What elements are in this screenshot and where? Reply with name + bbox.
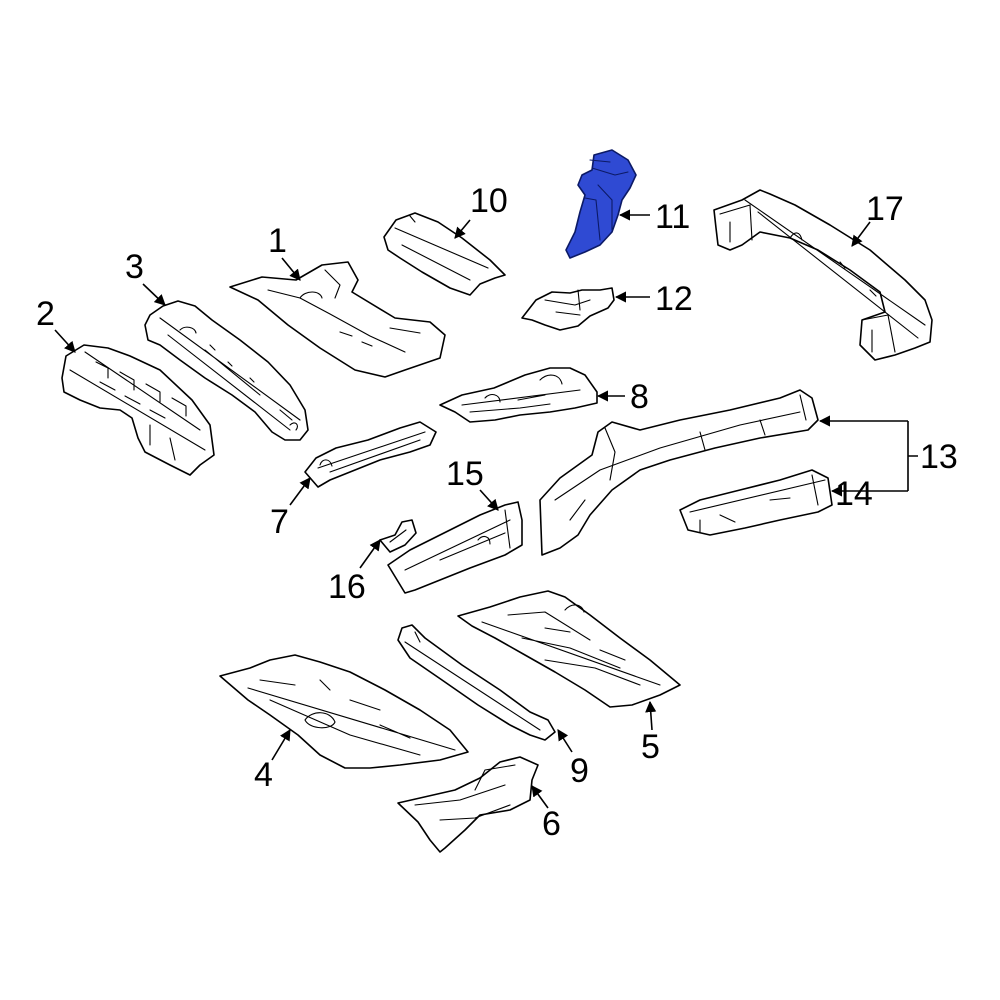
part-16-clip[interactable]	[379, 519, 417, 553]
leader-10	[454, 219, 471, 239]
leader-7	[289, 477, 311, 506]
leader-5	[645, 700, 657, 731]
callout-9[interactable]: 9	[570, 752, 589, 790]
callout-7[interactable]: 7	[270, 503, 289, 541]
part-7-rail[interactable]	[304, 421, 437, 488]
callout-1[interactable]: 1	[268, 222, 287, 260]
callout-6[interactable]: 6	[542, 805, 561, 843]
part-5-rear-floor-pan[interactable]	[457, 590, 681, 708]
part-10-panel[interactable]	[383, 212, 506, 296]
callout-labels: 1 2 3 4 5 6 7 8 9 10 11 12 13 14 15 16 1…	[36, 182, 958, 843]
leader-15	[479, 489, 499, 511]
part-11-bracket-highlighted[interactable]	[565, 149, 637, 259]
leader-13-bracket	[907, 421, 918, 491]
part-2-crossmember[interactable]	[61, 344, 215, 476]
leader-16	[359, 539, 381, 569]
part-14-sub-rail[interactable]	[679, 469, 833, 536]
part-13-rear-rail[interactable]	[539, 389, 819, 556]
callout-13[interactable]: 13	[920, 438, 958, 476]
part-17-bumper-reinforcement[interactable]	[713, 189, 933, 361]
part-15-inner-panel[interactable]	[387, 501, 523, 594]
callout-15[interactable]: 15	[446, 455, 484, 493]
part-9-crossbar[interactable]	[397, 624, 556, 741]
leader-1	[281, 257, 301, 281]
callout-3[interactable]: 3	[125, 248, 144, 286]
leader-9	[557, 729, 573, 753]
leader-2	[54, 329, 76, 353]
callout-12[interactable]: 12	[655, 280, 693, 318]
part-6-bracket[interactable]	[397, 756, 539, 853]
leader-4	[271, 729, 291, 761]
part-3-side-rail[interactable]	[144, 300, 309, 441]
leader-17	[851, 221, 871, 247]
callout-8[interactable]: 8	[630, 378, 649, 416]
callout-14[interactable]: 14	[835, 475, 873, 513]
leader-3	[142, 283, 166, 306]
callout-5[interactable]: 5	[641, 728, 660, 766]
callout-2[interactable]: 2	[36, 295, 55, 333]
callout-17[interactable]: 17	[866, 190, 904, 228]
callout-4[interactable]: 4	[254, 756, 273, 794]
leader-lines	[54, 209, 918, 809]
part-12-bracket[interactable]	[521, 287, 615, 331]
part-1-front-floor-pan[interactable]	[229, 261, 446, 378]
part-8-floor-panel[interactable]	[439, 367, 598, 423]
callout-11[interactable]: 11	[655, 198, 690, 236]
leader-6	[531, 785, 549, 809]
part-4-front-floor[interactable]	[219, 654, 469, 769]
callout-10[interactable]: 10	[470, 182, 508, 220]
callout-16[interactable]: 16	[328, 568, 366, 606]
